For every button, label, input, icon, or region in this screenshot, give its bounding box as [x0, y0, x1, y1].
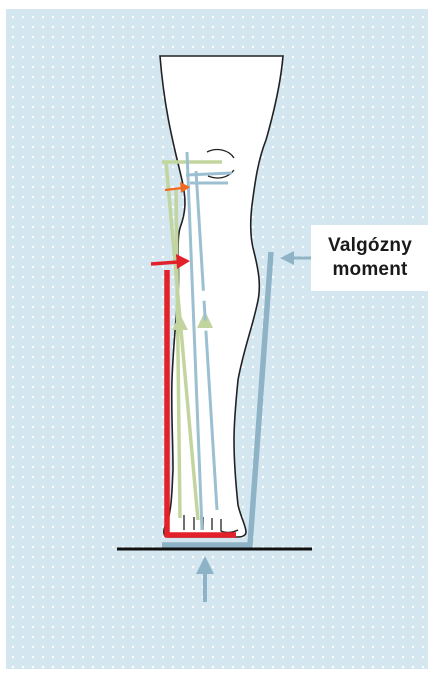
arrow-left-icon: [280, 251, 312, 265]
label-line-1: Valgózny: [328, 234, 412, 258]
valgus-moment-label: Valgózny moment: [311, 225, 429, 291]
label-line-2: moment: [332, 258, 407, 282]
ground-reaction-arrow: [196, 556, 214, 602]
